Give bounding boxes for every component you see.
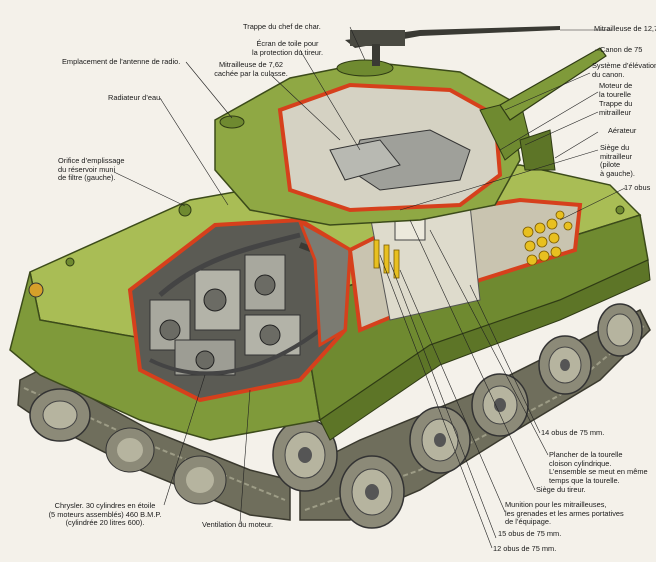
wheel xyxy=(471,373,529,437)
label-ventilation: Ventilation du moteur. xyxy=(202,520,274,529)
label-line: Munition pour les mitrailleuses, xyxy=(505,500,607,509)
label-line: Écran de toile pour xyxy=(256,39,319,48)
main-gun-barrel xyxy=(499,47,607,121)
wheel xyxy=(538,335,592,395)
label-line: Orifice d’emplissage xyxy=(58,156,125,165)
label-line: les grenades et les armes portatives xyxy=(505,508,624,518)
wheel xyxy=(339,455,405,529)
label-aerateur: Aérateur xyxy=(608,126,637,135)
label-orifice: Orifice d’emplissage du réservoir muni d… xyxy=(58,156,125,183)
label-line: du canon. xyxy=(592,69,625,79)
wheel xyxy=(272,418,338,492)
label-line: du réservoir muni xyxy=(58,164,116,174)
label-line: de l’équipage. xyxy=(505,517,552,527)
machine-gun-127 xyxy=(345,26,560,48)
wheel xyxy=(105,427,155,473)
label-obus-15: 15 obus de 75 mm. xyxy=(498,529,562,538)
label-line: à gauche). xyxy=(600,168,635,178)
label-trappe-chef: Trappe du chef de char. xyxy=(243,22,321,31)
turret xyxy=(214,26,607,226)
sprocket-wheel xyxy=(29,388,91,442)
label-obus-17: 17 obus xyxy=(624,183,651,192)
label-moteur-tourelle: Moteur de la tourelle xyxy=(599,81,633,99)
hull-mg xyxy=(519,129,556,171)
label-line: Mitrailleuse de 7,62 xyxy=(218,60,284,69)
label-munition: Munition pour les mitrailleuses, les gre… xyxy=(505,500,624,527)
headlight xyxy=(28,282,44,298)
label-mitrailleuse-127: Mitrailleuse de 12,7 xyxy=(594,24,656,33)
wheel xyxy=(597,303,643,357)
label-siege-tireur: Siège du tireur. xyxy=(536,485,586,494)
label-line: la protection du tireur. xyxy=(251,47,324,57)
label-line: L’ensemble se meut en même xyxy=(549,467,648,477)
label-line: (cylindrée 20 litres 600). xyxy=(65,518,145,528)
filler-cap xyxy=(178,203,192,217)
engine-cutaway xyxy=(127,217,353,403)
label-line: mitrailleur xyxy=(599,107,632,117)
label-obus-12: 12 obus de 75 mm. xyxy=(493,544,557,553)
label-chrysler: Chrysler. 30 cylindres en étoile (5 mote… xyxy=(46,501,164,528)
label-plancher: Plancher de la tourelle cloison cylindri… xyxy=(549,450,648,485)
commander-hatch xyxy=(336,59,394,77)
label-line: la tourelle xyxy=(599,89,632,99)
label-line: Plancher de la tourelle xyxy=(549,450,623,459)
antenna-base xyxy=(219,115,245,129)
label-line: mitrailleur xyxy=(600,151,633,161)
label-ecran-toile: Écran de toile pour la protection du tir… xyxy=(240,39,335,57)
label-line: Siège du xyxy=(600,143,630,152)
label-line: Trappe du xyxy=(599,99,633,108)
label-canon: Canon de 75 xyxy=(600,45,643,54)
label-line: Chrysler. 30 cylindres en étoile xyxy=(54,501,156,510)
label-line: temps que la tourelle. xyxy=(549,475,620,485)
label-trappe-mitrailleur: Trappe du mitrailleur xyxy=(599,99,633,117)
label-siege-mitrailleur: Siège du mitrailleur (pilote à gauche). xyxy=(600,143,635,178)
label-line: cloison cylindrique. xyxy=(549,458,612,468)
road-wheels xyxy=(29,303,643,529)
label-line: (pilote xyxy=(600,160,621,170)
label-line: Système d’élévation xyxy=(592,61,656,70)
ammo-rack xyxy=(373,210,573,279)
label-line: de filtre (gauche). xyxy=(58,173,116,183)
label-obus-14: 14 obus de 75 mm. xyxy=(541,428,605,437)
label-mitrailleuse-762: Mitrailleuse de 7,62 cachée par la culas… xyxy=(206,60,296,78)
label-line: (5 moteurs assemblés) 460 B.M.P. xyxy=(48,509,162,519)
leader-lines xyxy=(113,26,626,549)
label-line: Moteur de xyxy=(599,81,633,90)
label-line: cachée par la culasse. xyxy=(214,68,288,78)
wheel xyxy=(173,455,227,505)
label-radiateur: Radiateur d’eau. xyxy=(108,93,163,102)
label-elevation: Système d’élévation du canon. xyxy=(592,61,656,79)
label-antenne: Emplacement de l’antenne de radio. xyxy=(62,57,181,66)
fighting-compartment xyxy=(347,194,583,333)
wheel xyxy=(409,406,471,474)
